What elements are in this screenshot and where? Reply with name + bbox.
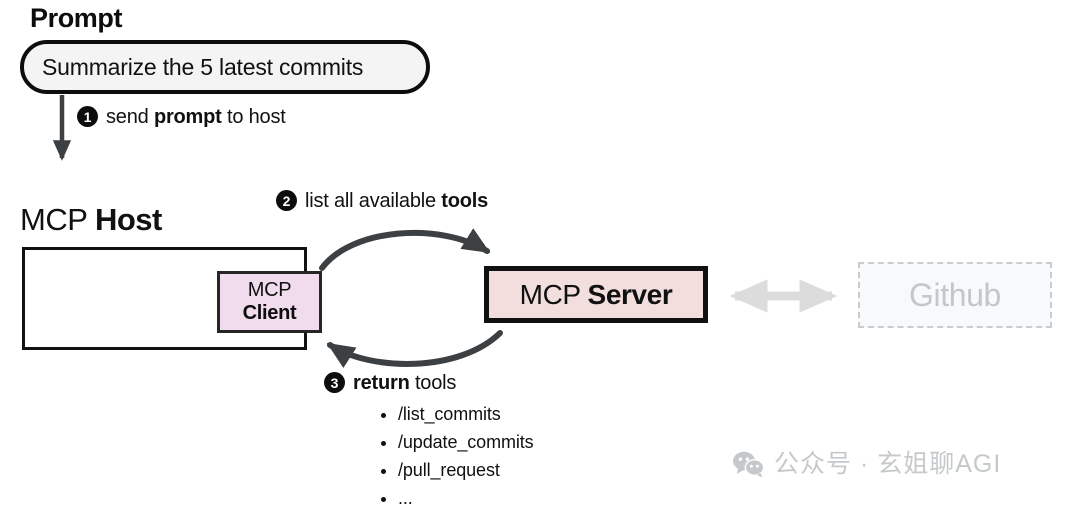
- mcp-client-box[interactable]: MCP Client: [217, 271, 322, 333]
- step-1-text-tail: to host: [221, 106, 286, 128]
- list-item: /pull_request: [398, 456, 534, 484]
- prompt-box[interactable]: Summarize the 5 latest commits: [20, 40, 430, 94]
- step-label-1: send prompt to host: [106, 106, 286, 128]
- step-1-text-plain: send: [106, 106, 154, 128]
- step-badge-2: 2: [276, 190, 297, 211]
- list-item: /update_commits: [398, 428, 534, 456]
- step-badge-3: 3: [324, 372, 345, 393]
- watermark-text: 公众号 · 玄姐聊AGI: [774, 450, 1002, 478]
- wechat-icon: [733, 451, 765, 477]
- mcp-server-label: MCP Server: [520, 279, 673, 311]
- prompt-text: Summarize the 5 latest commits: [42, 54, 364, 80]
- mcp-host-title-plain: MCP: [20, 202, 95, 237]
- arrow-client-to-server: [319, 228, 491, 271]
- mcp-host-title-bold: Host: [94, 202, 162, 237]
- step-3-text-tail: tools: [409, 372, 457, 394]
- mcp-server-label-plain: MCP: [519, 278, 588, 310]
- mcp-server-box[interactable]: MCP Server: [484, 266, 708, 323]
- mcp-client-label-line2: Client: [242, 302, 297, 324]
- step-3-text-bold: return: [353, 372, 410, 394]
- watermark: 公众号 · 玄姐聊AGI: [733, 450, 1001, 478]
- mcp-host-title: MCP Host: [20, 202, 162, 238]
- github-label: Github: [909, 277, 1001, 313]
- step-1-text-bold: prompt: [153, 106, 222, 128]
- tools-list: /list_commits /update_commits /pull_requ…: [372, 400, 534, 512]
- arrow-server-to-client: [326, 330, 503, 369]
- step-badge-1: 1: [77, 106, 98, 127]
- mcp-server-label-bold: Server: [587, 278, 673, 310]
- list-item: ...: [398, 484, 534, 512]
- step-2-text-bold: tools: [441, 190, 489, 212]
- step-2-text-plain: list all available: [305, 190, 442, 212]
- list-item: /list_commits: [398, 400, 534, 428]
- prompt-heading: Prompt: [30, 3, 123, 33]
- step-label-3: return tools: [353, 372, 456, 394]
- github-box[interactable]: Github: [858, 262, 1052, 328]
- mcp-client-label-line1: MCP: [247, 279, 292, 301]
- step-label-2: list all available tools: [305, 190, 488, 212]
